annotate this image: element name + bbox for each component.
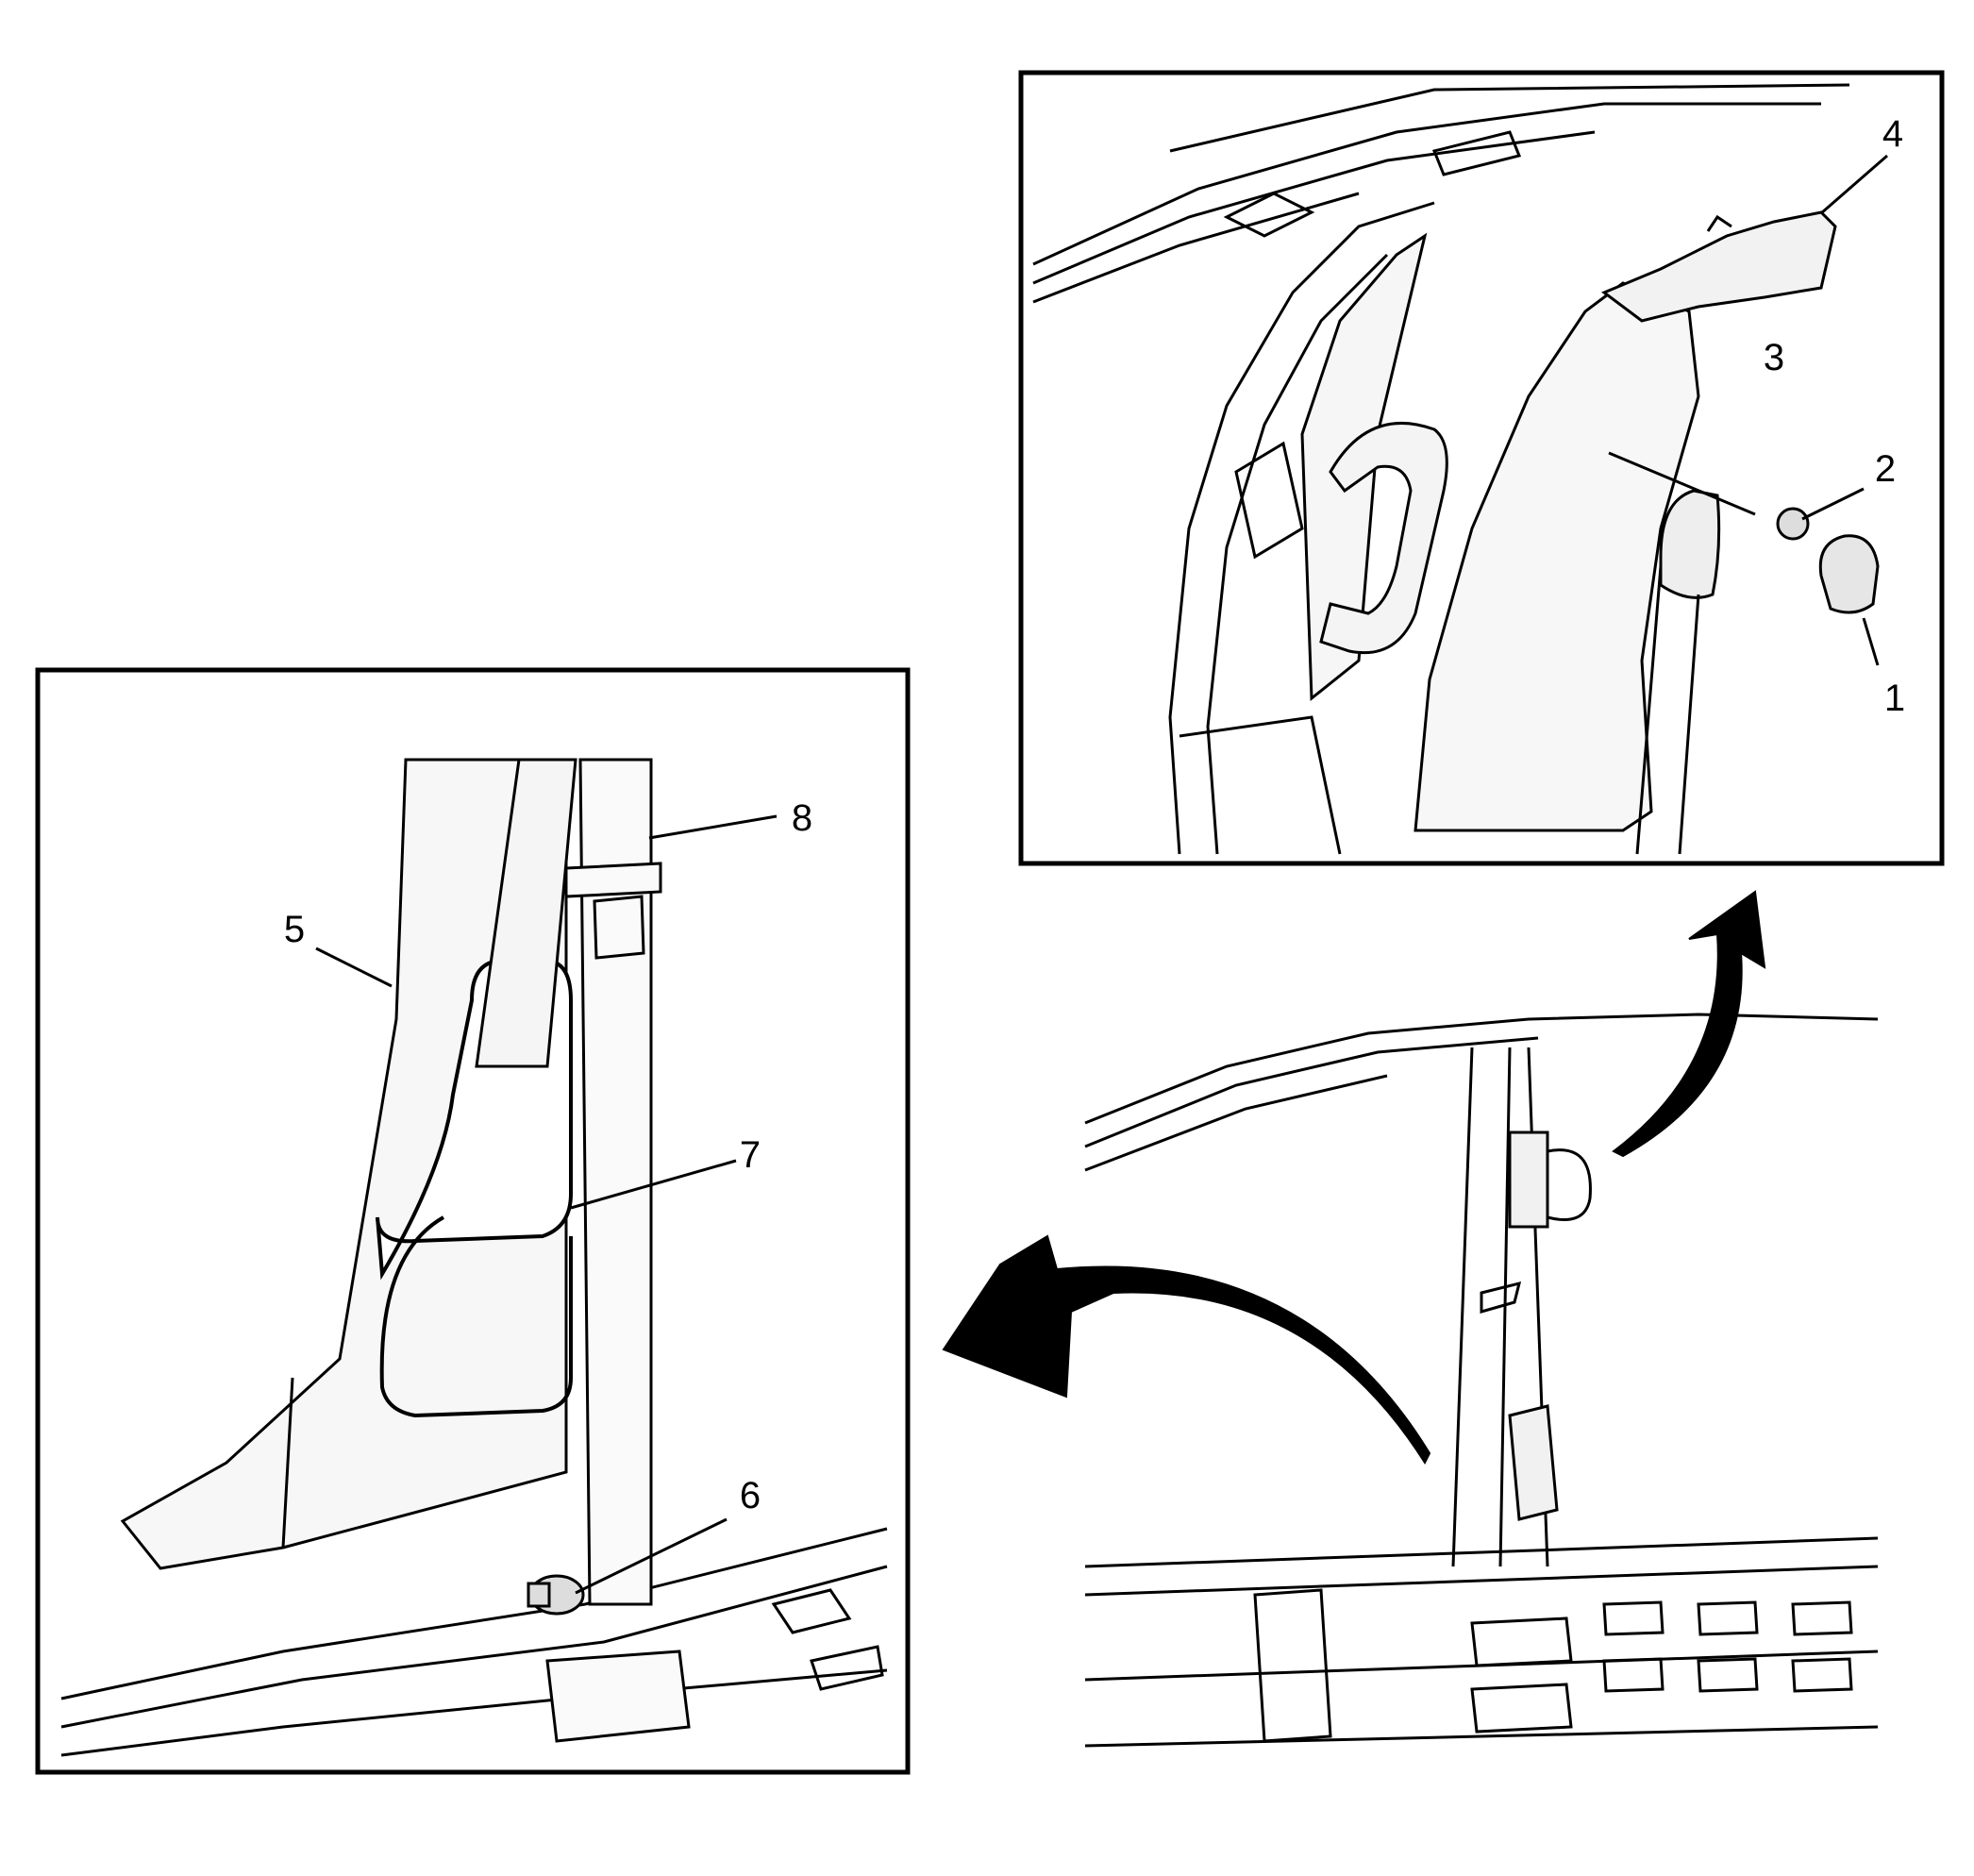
callout-3: 3 [1764, 337, 1784, 378]
upper-trim-cover-part-4 [1601, 210, 1837, 323]
callout-1: 1 [1884, 678, 1905, 719]
roof-rail-sketch [1032, 83, 1850, 304]
overview-b-pillar [1451, 1047, 1592, 1567]
upper-trim-cover-shape [1601, 210, 1837, 323]
trim-panel-part-5 [1414, 281, 1700, 832]
belt-guide-part-3 [1635, 489, 1721, 855]
leader-line-4 [1820, 154, 1888, 215]
leader-line-2 [1801, 487, 1865, 521]
leader-line-1 [1862, 617, 1880, 666]
arrow-to-lower-detail [942, 1234, 1431, 1466]
assist-handle-sketch [1319, 421, 1448, 655]
leader-line-7 [570, 1159, 737, 1210]
seat-belt-webbing [475, 758, 577, 1068]
floor-pan-sketch [1084, 1536, 1879, 1748]
roofline [1084, 1013, 1879, 1125]
leader-line-3 [1608, 451, 1756, 516]
nut-part-2 [1776, 507, 1810, 541]
leader-line-8 [648, 814, 778, 840]
callout-6: 6 [740, 1475, 761, 1516]
floor-sill-sketch [60, 1527, 888, 1757]
callout-2: 2 [1875, 448, 1896, 490]
callout-4: 4 [1882, 113, 1903, 155]
leader-line-5 [315, 946, 393, 988]
cap-cover-part-1 [1818, 534, 1880, 614]
callout-7: 7 [740, 1134, 761, 1176]
belt-anchor-strap-part-8 [545, 758, 691, 1743]
detail-panel-lower-trim: 5 6 7 8 [35, 667, 911, 1775]
callout-5: 5 [284, 909, 305, 950]
callout-8: 8 [792, 797, 812, 839]
bolt-part-6 [527, 1574, 585, 1616]
upper-trim-cover-clip [1706, 214, 1732, 232]
detail-panel-upper-trim: 1 2 3 4 [1018, 70, 1945, 866]
arrow-to-upper-detail [1612, 890, 1766, 1158]
leader-line-6 [575, 1517, 728, 1595]
vehicle-overview-sketch [1084, 1013, 1879, 1748]
